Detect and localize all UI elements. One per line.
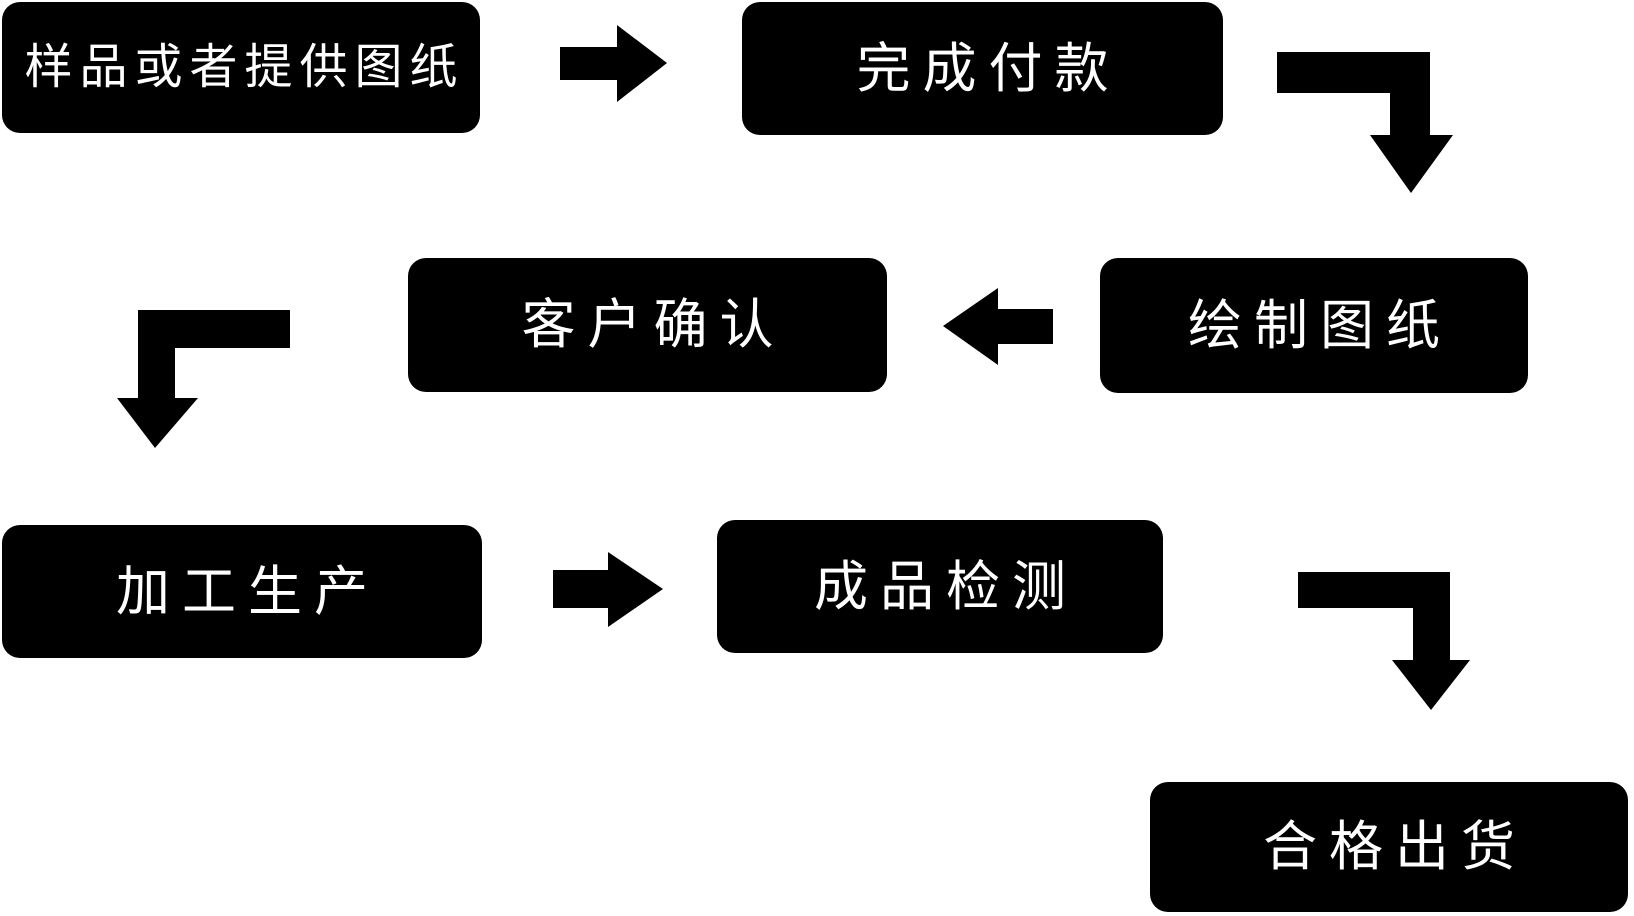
elbow-right-down-arrow-icon: [1277, 52, 1453, 193]
flow-node-complete-payment: 完成付款: [742, 2, 1223, 135]
left-arrow-icon: [943, 288, 1053, 365]
node-label: 客户确认: [521, 295, 786, 355]
flow-node-qualified-shipment: 合格出货: [1150, 782, 1628, 912]
flow-node-draw-drawings: 绘制图纸: [1100, 258, 1528, 393]
flow-node-sample-or-provide-drawings: 样品或者提供图纸: [2, 2, 480, 133]
node-label: 绘制图纸: [1188, 295, 1452, 356]
node-label: 样品或者提供图纸: [24, 40, 465, 94]
flow-node-processing-production: 加工生产: [2, 525, 482, 658]
node-label: 加工生产: [116, 561, 380, 622]
node-label: 合格出货: [1263, 817, 1527, 877]
node-label: 完成付款: [856, 38, 1121, 99]
right-arrow-icon: [560, 25, 667, 102]
flow-node-customer-confirmation: 客户确认: [408, 258, 887, 392]
elbow-right-down-arrow-icon: [1298, 572, 1470, 710]
node-label: 成品检测: [814, 556, 1078, 617]
elbow-left-down-arrow-icon: [117, 310, 290, 448]
right-arrow-icon: [553, 552, 663, 627]
flow-node-finished-product-inspection: 成品检测: [717, 520, 1163, 653]
